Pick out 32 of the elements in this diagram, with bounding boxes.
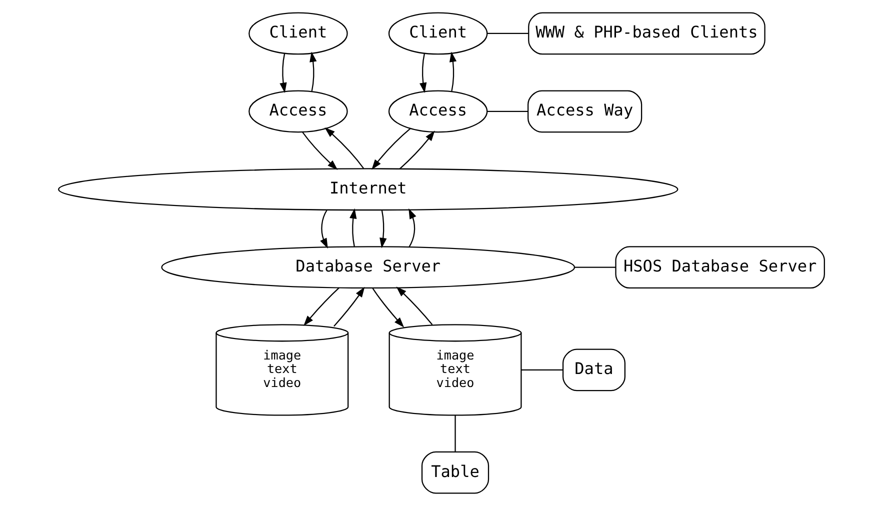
node-ellipse: Database Server <box>161 246 576 289</box>
arrow <box>449 52 457 92</box>
node-ellipse: Access <box>248 90 348 133</box>
arrow <box>408 208 416 248</box>
arrow <box>350 208 357 247</box>
arrow <box>324 127 364 169</box>
node-ellipse: Client <box>388 12 488 55</box>
arrow <box>372 128 411 170</box>
connector <box>521 369 563 371</box>
node-box: HSOS Database Server <box>615 246 825 289</box>
arrow <box>320 210 328 249</box>
node-ellipse: Internet <box>58 168 678 211</box>
arrow <box>380 210 387 248</box>
node-box: Access Way <box>527 90 642 133</box>
connector <box>487 32 528 34</box>
node-box: WWW & PHP-based Clients <box>528 12 766 55</box>
node-ellipse: Client <box>248 12 348 55</box>
arrow <box>399 130 435 170</box>
arrow <box>280 53 287 93</box>
arrow <box>372 288 404 328</box>
arrow <box>334 286 365 327</box>
connector <box>574 266 616 268</box>
node-ellipse: Access <box>388 90 488 133</box>
arrow <box>396 286 433 325</box>
arrow <box>420 53 427 93</box>
arrow <box>304 287 340 326</box>
arrow <box>302 132 338 170</box>
connector <box>487 110 528 112</box>
node-box: Table <box>421 451 490 494</box>
node-box: Data <box>562 348 626 392</box>
arrow <box>310 52 317 92</box>
connector <box>454 415 456 452</box>
